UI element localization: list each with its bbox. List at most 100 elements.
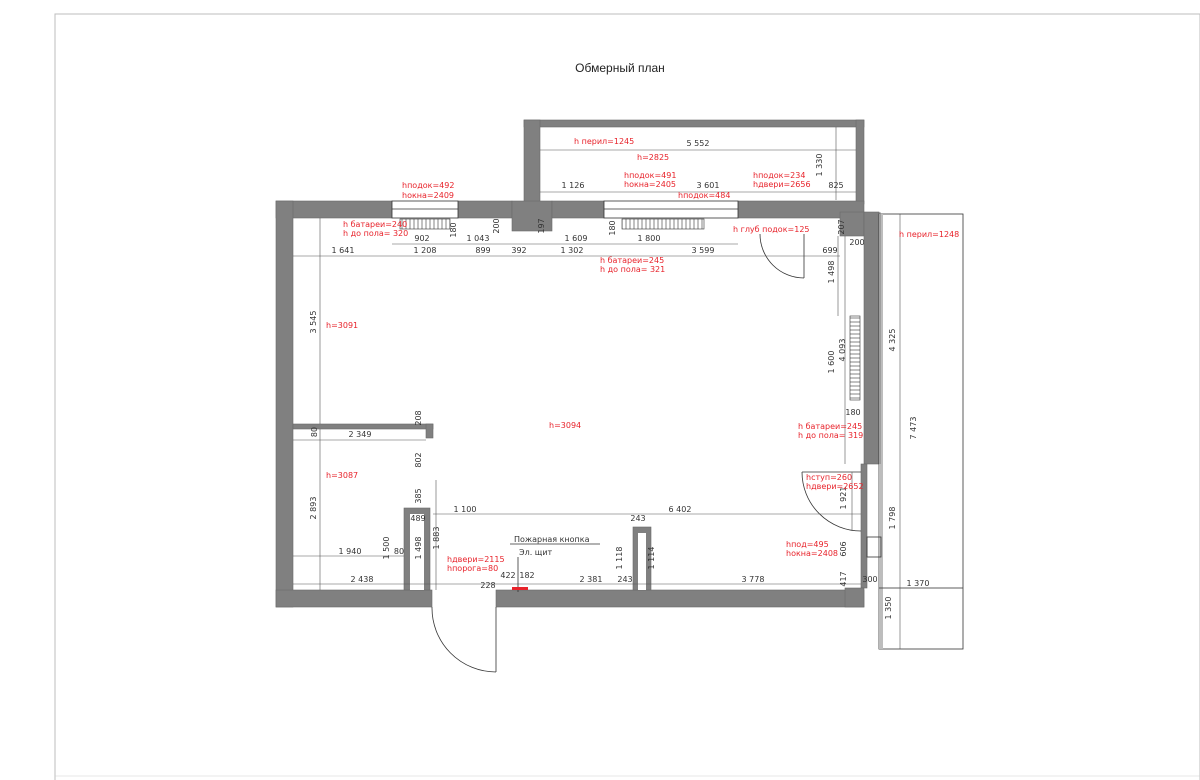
- height-note: h=3087: [326, 471, 358, 480]
- height-notes: h перил=1245 h=2825 hподок=491 hокна=240…: [326, 137, 959, 573]
- terrace-box: [866, 536, 882, 558]
- dim-label: 417: [839, 571, 848, 586]
- dim-label: 1 330: [815, 154, 824, 177]
- height-note: h=3094: [549, 421, 581, 430]
- dim-label: 802: [414, 452, 423, 467]
- dim-label: 1 883: [432, 527, 441, 550]
- dim-label: 228: [480, 581, 495, 590]
- walls: [275, 119, 880, 608]
- height-note: hокна=2405: [624, 180, 676, 189]
- dim-label: 80: [394, 547, 404, 556]
- dim-label: 180: [845, 408, 860, 417]
- wall-bottom-right: [495, 589, 865, 608]
- dim-label: 1 609: [565, 234, 588, 243]
- dim-label: 1 370: [907, 579, 930, 588]
- wall-top-mid2: [551, 200, 605, 219]
- dim-label: 1 100: [454, 505, 477, 514]
- radiator-top-left: [399, 218, 451, 230]
- equipment: [510, 543, 600, 592]
- dim-label: 489: [410, 514, 425, 523]
- height-note: hдвери=2115: [447, 555, 505, 564]
- wall-bottom-left: [275, 589, 433, 608]
- height-note: hокна=2408: [786, 549, 838, 558]
- dim-label: 4 325: [888, 329, 897, 352]
- dim-label: 197: [537, 218, 546, 233]
- radiators: [399, 218, 861, 401]
- wall-top-column: [511, 200, 553, 232]
- dim-label: 200: [849, 238, 864, 247]
- dim-label: 1 043: [467, 234, 490, 243]
- plan-title: Обмерный план: [575, 61, 665, 75]
- wall-balcony-right: [855, 119, 865, 205]
- dim-label: 1 498: [827, 261, 836, 284]
- dim-label: 392: [511, 246, 526, 255]
- dim-label: 606: [839, 541, 848, 556]
- dim-label: 2 349: [349, 430, 372, 439]
- dim-label: 1 114: [647, 547, 656, 570]
- height-note: h батареи=245: [798, 422, 862, 431]
- window-left: [391, 200, 459, 219]
- height-note: h глуб подок=125: [733, 225, 810, 234]
- dim-label: 1 350: [884, 597, 893, 620]
- wall-right-upper: [863, 211, 880, 465]
- height-note: h батареи=245: [600, 256, 664, 265]
- height-note: hпорога=80: [447, 564, 498, 573]
- height-note: hподок=491: [624, 171, 676, 180]
- door-terrace-swing: [801, 471, 862, 532]
- wall-niche-inner: [638, 533, 646, 590]
- height-note: hподок=234: [753, 171, 805, 180]
- dim-label: 3 599: [692, 246, 715, 255]
- dim-label: 825: [828, 181, 843, 190]
- dim-label: 180: [608, 220, 617, 235]
- el-panel-icon: [512, 587, 528, 590]
- height-note: h до пола= 319: [798, 431, 863, 440]
- dim-label: 1 208: [414, 246, 437, 255]
- windows: [391, 200, 739, 219]
- radiator-right: [849, 315, 861, 401]
- window-center: [603, 200, 739, 219]
- dim-label: 80: [310, 427, 319, 437]
- wall-top-column-right: [839, 211, 865, 237]
- height-note: h до пола= 321: [600, 265, 665, 274]
- dim-label: 180: [449, 222, 458, 237]
- dim-label: 902: [414, 234, 429, 243]
- height-note: hпод=495: [786, 540, 829, 549]
- page-frame: [54, 13, 1200, 780]
- dim-label: 899: [475, 246, 490, 255]
- dim-label: 1 940: [339, 547, 362, 556]
- dim-label: 1 921: [839, 487, 848, 510]
- radiator-top-center: [621, 218, 705, 230]
- dim-label: 4 093: [838, 339, 847, 362]
- dim-label: 1 498: [414, 537, 423, 560]
- dim-label: 1 302: [561, 246, 584, 255]
- dim-label: 300: [862, 575, 877, 584]
- dim-label: 385: [414, 488, 423, 503]
- wall-balcony-left: [523, 119, 541, 213]
- door-balcony-swing: [759, 233, 805, 279]
- dim-label: 1 118: [615, 547, 624, 570]
- height-note: hподок=484: [678, 191, 730, 200]
- dim-label: 1 798: [888, 507, 897, 530]
- dim-label: 1 500: [382, 537, 391, 560]
- dimension-lines: [293, 127, 963, 649]
- height-note: hокна=2409: [402, 191, 454, 200]
- wall-top-left: [275, 200, 393, 219]
- dim-label: 2 438: [351, 575, 374, 584]
- terrace-rail-left: [879, 214, 883, 649]
- dim-label: 3 778: [742, 575, 765, 584]
- dim-label: 6 402: [669, 505, 692, 514]
- wall-closet-inner: [410, 514, 424, 590]
- fire-button-label: Пожарная кнопка: [514, 535, 590, 544]
- dim-label: 207: [837, 219, 846, 234]
- door-entrance-swing: [431, 606, 497, 673]
- dim-label: 2 381: [580, 575, 603, 584]
- el-panel-label: Эл. щит: [519, 548, 553, 557]
- height-note: hступ=260: [806, 473, 852, 482]
- dim-label: 422: [500, 571, 515, 580]
- wall-left: [275, 200, 294, 608]
- dim-label: 3 601: [697, 181, 720, 190]
- dim-label: 1 126: [562, 181, 585, 190]
- dim-label: 3 545: [309, 311, 318, 334]
- height-note: hдвери=2652: [806, 482, 864, 491]
